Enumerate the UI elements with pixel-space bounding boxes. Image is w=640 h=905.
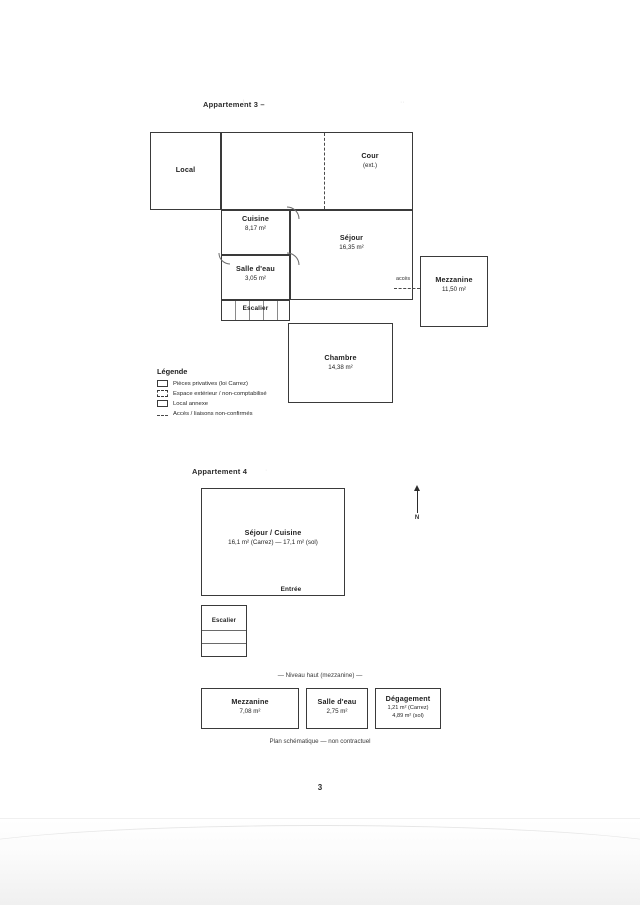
- legend-item-label: Espace extérieur / non-comptabilisé: [173, 390, 267, 397]
- room-chambre-label: Chambre 14,38 m²: [324, 353, 357, 371]
- legend-item-private-rooms: Pièces privatives (loi Carrez): [157, 380, 267, 387]
- entry-label: Entrée: [280, 586, 302, 593]
- plan-a-title: Appartement 3 –: [203, 100, 265, 109]
- door-arc-salle-deau-icon: [286, 252, 300, 266]
- plan-a-title-glyph: \: [243, 100, 245, 107]
- room-sejour-cuisine: [201, 488, 345, 596]
- upper-room-salle-deau-label: Salle d'eau 2,75 m²: [317, 697, 357, 715]
- stair-block-a: [221, 300, 290, 321]
- door-arc-cuisine-inner-icon: [218, 252, 231, 265]
- legend: Légende Pièces privatives (loi Carrez) E…: [157, 367, 267, 420]
- legend-key-solid-icon: [157, 400, 168, 408]
- legend-item-exterior-space: Espace extérieur / non-comptabilisé: [157, 390, 267, 398]
- upper-room-degagement: [375, 688, 441, 729]
- legend-title: Légende: [157, 367, 188, 376]
- stair-tread-line: [202, 630, 246, 631]
- plan-caption: Plan schématique — non contractuel: [269, 738, 371, 745]
- north-arrow-icon: N: [406, 485, 428, 521]
- room-salle-deau: [221, 255, 290, 300]
- legend-item-annex: Local annexe: [157, 400, 267, 408]
- room-sejour-label: Séjour 16,35 m²: [339, 233, 364, 251]
- upper-room-salle-deau: [306, 688, 368, 729]
- legend-key-solid-icon: [157, 380, 168, 387]
- room-salle-deau-label: Salle d'eau 3,05 m²: [236, 264, 275, 282]
- legend-item-access: Accès / liaisons non-confirmés: [157, 411, 267, 417]
- upper-level-title: — Niveau haut (mezzanine) —: [277, 672, 363, 679]
- upper-room-mezzanine-label: Mezzanine 7,08 m²: [231, 697, 269, 715]
- room-sejour: [290, 210, 413, 300]
- access-dashed-link: [394, 288, 420, 289]
- room-mezzanine-a-label: Mezzanine 11,50 m²: [435, 275, 473, 293]
- room-local: [150, 132, 221, 210]
- room-mezzanine-a: [420, 256, 488, 327]
- legend-key-dashed-icon: [157, 390, 168, 398]
- room-chambre: [288, 323, 393, 403]
- room-local-label: Local: [175, 165, 196, 174]
- stair-treads-a: [222, 301, 289, 320]
- upper-room-mezzanine: [201, 688, 299, 729]
- door-arc-cuisine-icon: [286, 206, 300, 220]
- upper-room-degagement-label: Dégagement 1,21 m² (Carrez) 4,89 m² (sol…: [385, 694, 431, 719]
- room-sejour-cuisine-label: Séjour / Cuisine 16,1 m² (Carrez) — 17,1…: [228, 528, 318, 546]
- stair-label-b: Escalier: [211, 618, 237, 624]
- scan-artifact-mark: ··: [400, 99, 405, 106]
- room-cour-label: Cour (ext.): [361, 151, 379, 169]
- scan-sheet-edge: [0, 818, 640, 905]
- page-number: 3: [317, 783, 323, 792]
- access-label-a: accès: [396, 276, 411, 282]
- stair-label-a: Escalier: [242, 305, 269, 312]
- room-cuisine: [221, 210, 290, 255]
- north-arrow-label: N: [414, 515, 420, 521]
- room-cuisine-label: Cuisine 8,17 m²: [241, 214, 269, 232]
- stair-tread-line: [202, 643, 246, 644]
- legend-item-label: Local annexe: [173, 400, 209, 407]
- legend-key-dashed-line-icon: [157, 414, 168, 416]
- cour-dashed-divider: [324, 133, 325, 209]
- north-arrow-shaft: [416, 491, 418, 513]
- legend-item-label: Pièces privatives (loi Carrez): [173, 380, 248, 387]
- plan-b-title-glyph: ·: [265, 467, 268, 474]
- north-arrow-head: [414, 485, 420, 491]
- legend-item-label: Accès / liaisons non-confirmés: [173, 410, 253, 417]
- room-upper-block: [221, 132, 413, 210]
- plan-b-title: Appartement 4: [192, 467, 248, 476]
- stair-block-b: [201, 605, 247, 657]
